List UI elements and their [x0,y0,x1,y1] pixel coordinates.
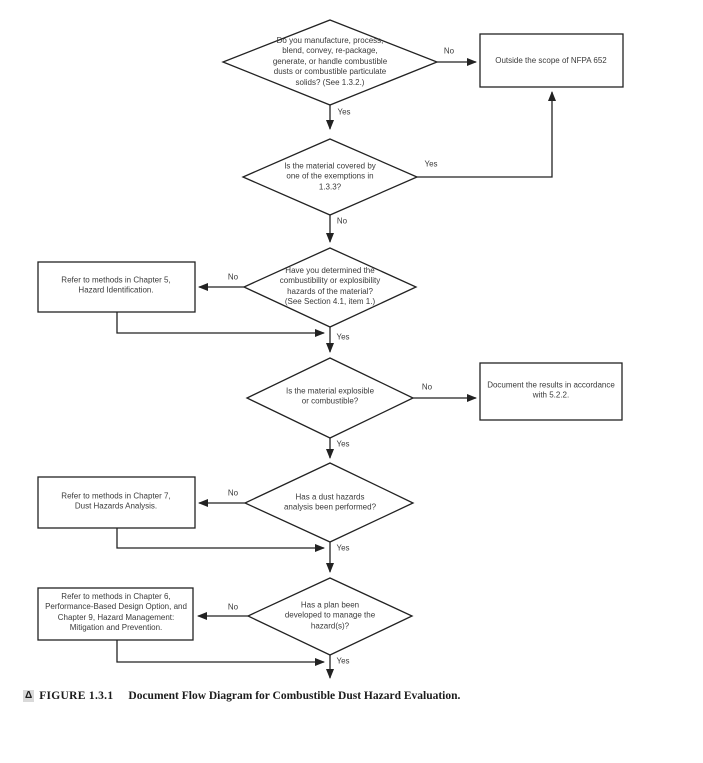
edge-exemptions-yes [417,91,556,178]
figure-caption-label: FIGURE 1.3.1 [39,690,114,702]
box-chapter7-shape [37,476,196,529]
decision-explosible-shape [245,357,415,439]
box-outside-scope-shape [479,33,624,88]
edge-chapter6-return [116,640,325,666]
decision-dha-shape [243,462,415,543]
box-chapter6-shape [37,587,194,641]
decision-manufacture-shape [221,19,439,106]
box-document-results-shape [479,362,623,421]
decision-determined-shape [242,247,418,328]
figure-caption: Δ FIGURE 1.3.1 Document Flow Diagram for… [23,690,460,702]
figure-caption-text: Document Flow Diagram for Combustible Du… [128,690,461,702]
delta-change-indicator-icon: Δ [23,690,35,702]
edge-chapter5-return [116,312,325,337]
decision-plan-shape [246,577,414,656]
box-chapter5-shape [37,261,196,313]
decision-exemptions-shape [241,138,419,216]
edge-chapter7-return [116,528,325,552]
